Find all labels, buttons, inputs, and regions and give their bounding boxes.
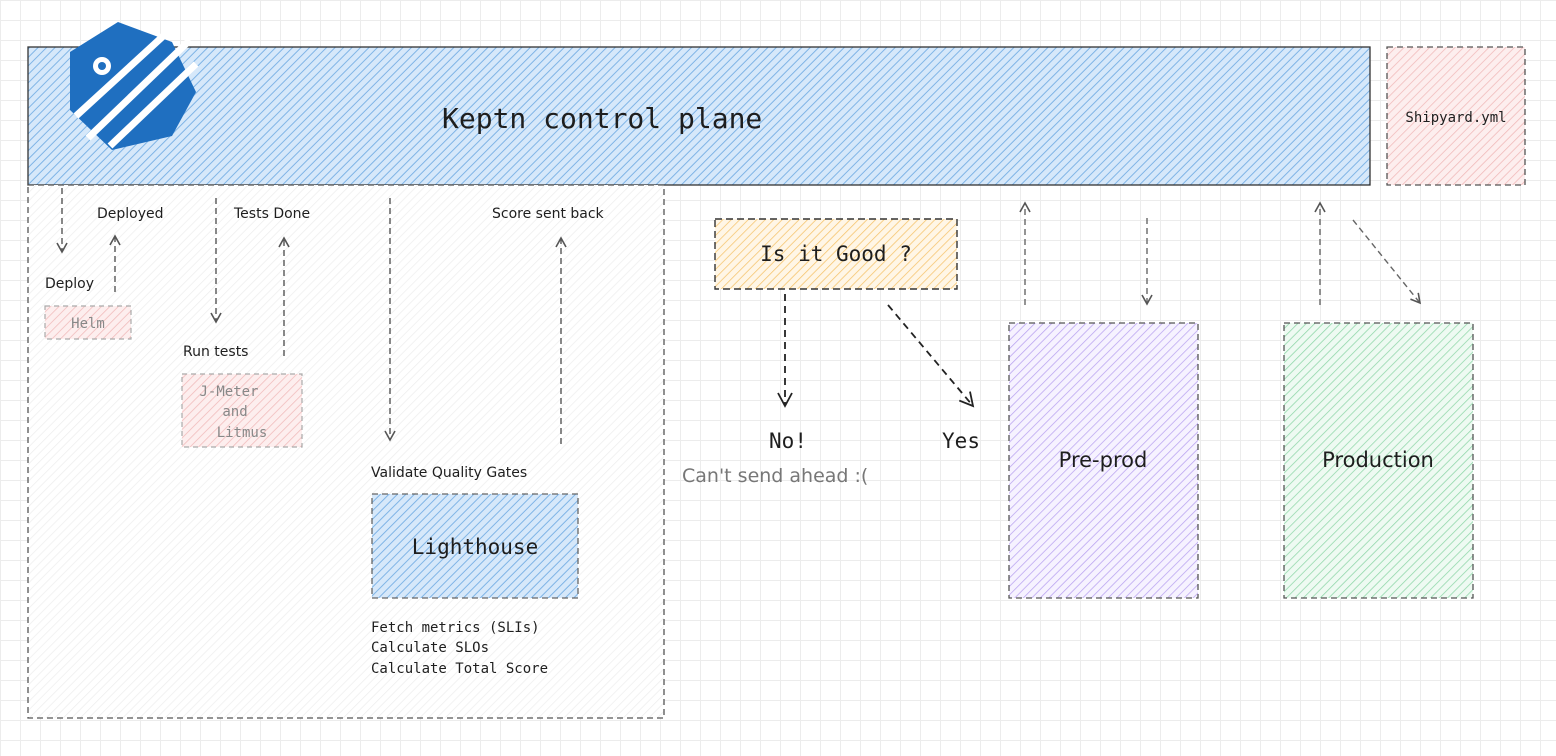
- lighthouse-step-1: Fetch metrics (SLIs): [371, 620, 540, 636]
- lighthouse-step-2: Calculate SLOs: [371, 640, 489, 656]
- production-box: [1283, 322, 1474, 599]
- jmeter-line-3: Litmus: [217, 425, 268, 441]
- validate-quality-gates-label: Validate Quality Gates: [371, 465, 527, 481]
- lighthouse-step-3: Calculate Total Score: [371, 661, 548, 677]
- jmeter-line-2: and: [222, 404, 247, 420]
- deployed-label: Deployed: [97, 206, 164, 222]
- control-plane-title: Keptn control plane: [442, 102, 762, 135]
- stage-arrows: [1019, 201, 1422, 306]
- lighthouse-label: Lighthouse: [412, 535, 538, 559]
- shipyard-box: [1386, 46, 1526, 186]
- yes-label: Yes: [942, 429, 980, 453]
- jmeter-line-1: J-Meter: [199, 384, 258, 400]
- jmeter-litmus-box: [181, 373, 303, 448]
- decision-question: Is it Good ?: [760, 242, 912, 266]
- tests-done-label: Tests Done: [233, 206, 310, 222]
- shipyard-label: Shipyard.yml: [1405, 110, 1506, 126]
- no-note: Can't send ahead :(: [682, 465, 868, 487]
- helm-label: Helm: [71, 316, 105, 332]
- preprod-label: Pre-prod: [1059, 448, 1148, 472]
- decision-arrows: [777, 294, 975, 408]
- no-label: No!: [769, 429, 807, 453]
- control-plane-box: [27, 46, 1371, 186]
- decision-box: [714, 218, 958, 290]
- deploy-label: Deploy: [45, 276, 94, 292]
- score-sent-back-label: Score sent back: [492, 206, 605, 222]
- pipeline-container: [27, 184, 665, 719]
- yes-arrow: [887, 304, 975, 408]
- keptn-logo-icon: [70, 22, 199, 150]
- pipeline-arrows: [56, 188, 567, 444]
- preprod-box: [1008, 322, 1199, 599]
- production-down-arrow: [1352, 219, 1422, 305]
- run-tests-label: Run tests: [183, 344, 248, 360]
- lighthouse-box: [371, 493, 579, 599]
- helm-box: [44, 305, 132, 340]
- production-label: Production: [1322, 448, 1434, 472]
